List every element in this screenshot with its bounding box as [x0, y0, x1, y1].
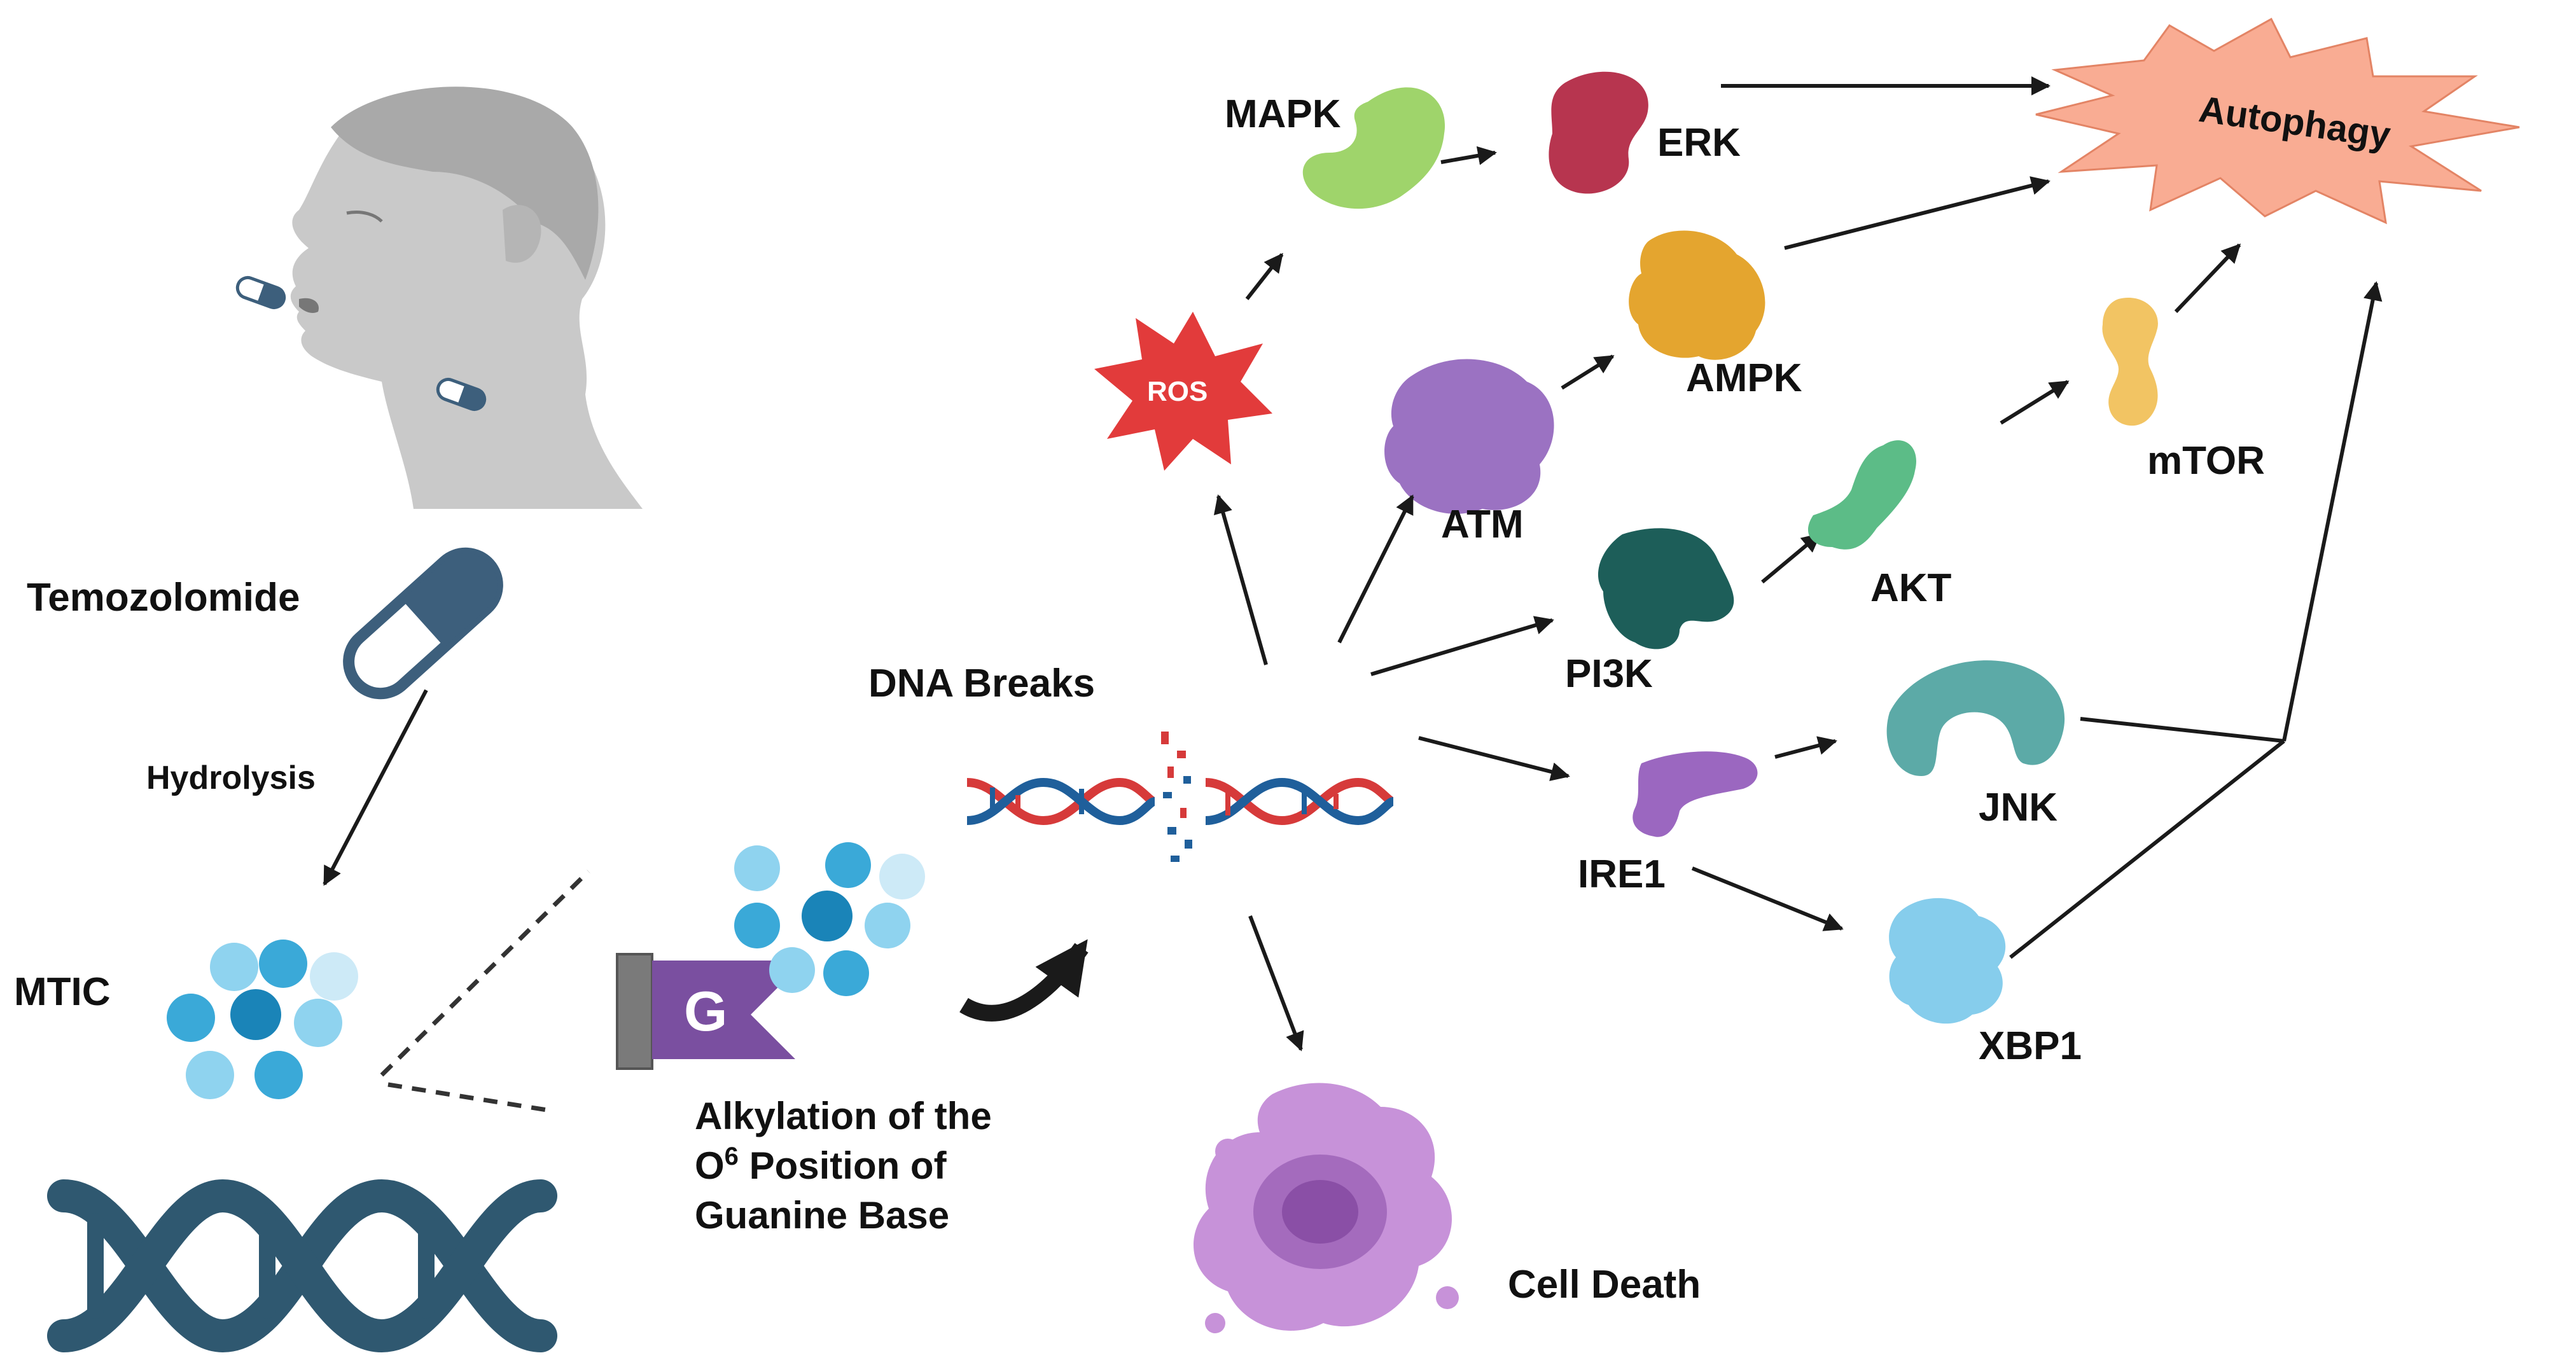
person-mouth [299, 298, 319, 314]
temozolomide-capsule [343, 547, 503, 700]
arrow-ire1-to-jnk [1774, 736, 1837, 759]
alkyl-molecule-cluster [734, 842, 925, 996]
jnk-label: JNK [1979, 786, 2057, 829]
arrow-ros-to-mapk [1245, 253, 1284, 300]
dashed-line-lower [387, 1082, 548, 1113]
line-xbp1-to-junction [2009, 739, 2285, 959]
erk-protein [1549, 71, 1648, 194]
arrow-ire1-to-xbp1 [1691, 866, 1844, 931]
arrow-dna-to-ros [1213, 494, 1268, 665]
arrow-ampk-to-autophagy [1784, 176, 2050, 250]
mtic-label: MTIC [14, 970, 111, 1014]
atm-protein [1384, 359, 1554, 514]
ampk-label: AMPK [1686, 356, 1802, 400]
cell-death-illustration [1194, 1083, 1459, 1333]
capsule-small-throat [436, 377, 487, 412]
arrow-mtor-to-autophagy [2174, 243, 2241, 314]
arrow-dna-to-cell-death [1248, 915, 1304, 1051]
arrow-dna-to-atm [1337, 494, 1414, 644]
arrow-akt-to-mtor [2000, 380, 2070, 425]
arrow-pi3k-to-akt [1761, 532, 1821, 584]
alkylation-label-line2: O6 Position of [695, 1142, 947, 1187]
erk-label: ERK [1657, 121, 1741, 165]
dashed-line-upper [380, 870, 590, 1077]
guanine-letter: G [684, 980, 727, 1043]
guanine-flag: G [616, 953, 795, 1070]
akt-protein [1807, 440, 1916, 550]
ire1-label: IRE1 [1578, 852, 1666, 896]
alkylation-label-line3: Guanine Base [695, 1194, 949, 1237]
ampk-protein [1629, 230, 1765, 360]
arrow-junction-to-autophagy [2282, 281, 2383, 742]
arrow-mapk-to-erk [1440, 146, 1497, 165]
hydrolysis-arrow [323, 689, 428, 886]
xbp1-label: XBP1 [1979, 1024, 2082, 1068]
person-eye [346, 211, 383, 223]
ire1-protein [1633, 751, 1758, 837]
mapk-protein [1302, 87, 1445, 209]
temozolomide-label: Temozolomide [27, 576, 300, 620]
mtor-protein [2102, 298, 2158, 426]
ros-label: ROS [1147, 376, 1208, 407]
arrow-dna-to-ire1 [1418, 736, 1570, 781]
capsule-small-mouth [235, 275, 286, 310]
hydrolysis-label: Hydrolysis [146, 760, 316, 796]
line-jnk-to-junction [2080, 717, 2285, 743]
arrow-dna-to-pi3k [1370, 616, 1554, 676]
mapk-label: MAPK [1225, 92, 1341, 136]
curved-arrow-to-dna [959, 939, 1089, 1022]
dna-helix-large [47, 1179, 557, 1353]
pi3k-label: PI3K [1565, 652, 1653, 696]
mtic-molecule-cluster [167, 940, 358, 1099]
person-head-illustration [290, 87, 643, 509]
person-ear [503, 205, 541, 263]
dna-breaks-label: DNA Breaks [868, 662, 1095, 705]
cell-death-label: Cell Death [1508, 1263, 1701, 1307]
xbp1-protein [1889, 898, 2006, 1024]
jnk-protein [1886, 660, 2065, 776]
ros-burst: ROS [1094, 312, 1272, 471]
akt-label: AKT [1870, 566, 1952, 610]
autophagy-burst: Autophagy [2035, 17, 2520, 225]
pi3k-protein [1598, 528, 1734, 649]
mtor-label: mTOR [2147, 439, 2265, 483]
arrow-atm-to-ampk [1561, 354, 1615, 390]
person-hair [331, 87, 599, 280]
atm-label: ATM [1441, 503, 1524, 546]
alkylation-label-line1: Alkylation of the [695, 1095, 992, 1137]
dna-breaks-helix [966, 732, 1395, 862]
